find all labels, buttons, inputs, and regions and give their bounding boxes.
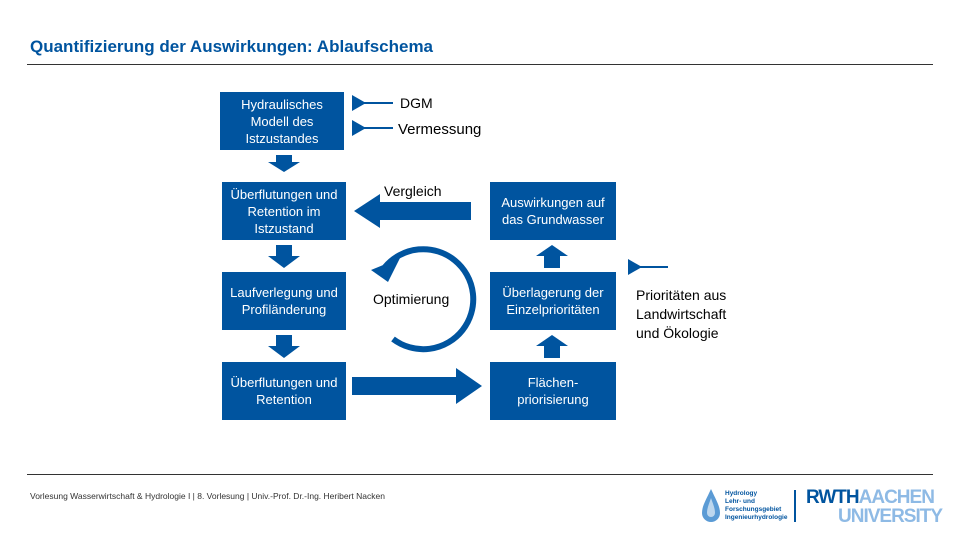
label-priorities-line3: und Ökologie: [636, 325, 719, 341]
arrow-down-3: [268, 335, 300, 358]
box-area-prioritization-label: Flächen-priorisierung: [517, 375, 589, 407]
box-groundwater-effects: Auswirkungen auf das Grundwasser: [490, 182, 616, 240]
optimization-cycle-icon: [371, 246, 477, 353]
label-dgm: DGM: [400, 95, 433, 111]
arrow-comparison: [354, 194, 471, 228]
footer-divider: [27, 474, 933, 475]
logo-line-1: Hydrology: [725, 490, 758, 497]
box-course-change: Laufverlegung und Profiländerung: [222, 272, 346, 330]
rwth-logo: RWTHAACHEN UNIVERSITY: [806, 487, 943, 527]
arrow-down-1: [268, 155, 300, 172]
label-priorities: Prioritäten aus Landwirtschaft und Ökolo…: [636, 286, 726, 343]
box-groundwater-effects-label: Auswirkungen auf das Grundwasser: [501, 195, 605, 227]
box-hydraulic-model-label: Hydraulisches Modell des Istzustandes: [241, 96, 323, 146]
box-flooding-current-label: Überflutungen und Retention im Istzustan…: [230, 186, 338, 236]
box-hydraulic-model: Hydraulisches Modell des Istzustandes: [220, 92, 344, 150]
box-flooding-retention-label: Überflutungen und Retention: [230, 375, 338, 407]
page-title: Quantifizierung der Auswirkungen: Ablauf…: [30, 37, 434, 56]
logo-line-2: Lehr- und: [725, 498, 755, 505]
logo-line-4: Ingenieurhydrologie: [725, 514, 788, 521]
logo-line-3: Forschungsgebiet: [725, 506, 782, 513]
box-area-prioritization: Flächen-priorisierung: [490, 362, 616, 420]
arrow-up-1: [536, 245, 568, 268]
box-flooding-current: Überflutungen und Retention im Istzustan…: [222, 182, 346, 240]
box-course-change-label: Laufverlegung und Profiländerung: [230, 285, 338, 317]
header-divider: [27, 64, 933, 65]
box-flooding-retention: Überflutungen und Retention: [222, 362, 346, 420]
label-priorities-line2: Landwirtschaft: [636, 306, 727, 322]
arrow-to-prioritization: [352, 368, 482, 404]
label-survey: Vermessung: [398, 121, 482, 138]
hydrology-logo: Hydrology Lehr- und Forschungsgebiet Ing…: [700, 488, 795, 526]
footer-text: Vorlesung Wasserwirtschaft & Hydrologie …: [30, 491, 385, 501]
arrow-up-2: [536, 335, 568, 358]
arrow-down-2: [268, 245, 300, 268]
water-drop-icon: [702, 489, 720, 522]
logo-divider: [794, 490, 796, 522]
box-overlay-priorities: Überlagerung der Einzelprioritäten: [490, 272, 616, 330]
label-priorities-line1: Prioritäten aus: [636, 287, 727, 303]
rwth-logo-rwth: RWTH: [806, 487, 860, 508]
label-optimization: Optimierung: [373, 291, 450, 307]
box-overlay-priorities-label: Überlagerung der Einzelprioritäten: [502, 285, 604, 317]
rwth-logo-university: UNIVERSITY: [838, 506, 943, 527]
rwth-logo-aachen: AACHEN: [858, 487, 935, 508]
label-comparison: Vergleich: [384, 183, 442, 199]
